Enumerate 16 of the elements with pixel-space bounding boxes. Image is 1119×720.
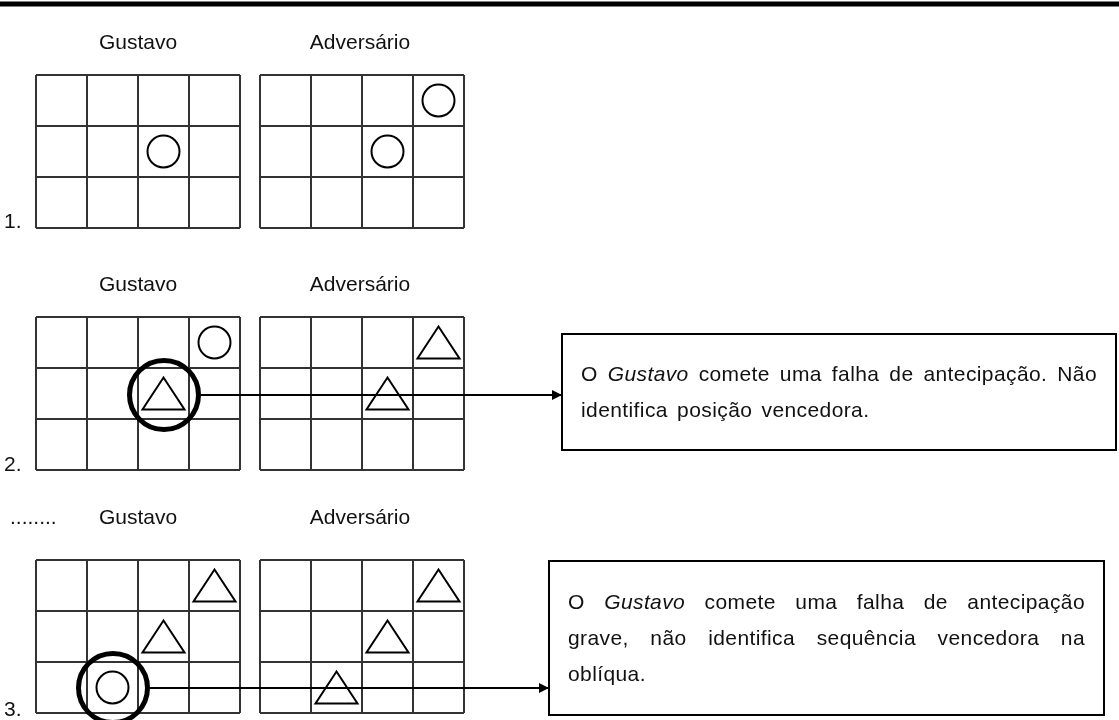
comment-box: [561, 333, 1117, 451]
player-name: Gustavo: [98, 505, 178, 529]
player-name: Adversário: [309, 505, 411, 529]
ellipsis-dots: ........: [10, 505, 57, 529]
comment-box: [548, 560, 1105, 716]
arrow: [149, 683, 549, 693]
player-name: Adversário: [309, 30, 411, 54]
step-number: 1.: [4, 209, 22, 233]
player-name: Gustavo: [98, 272, 178, 296]
arrow: [200, 390, 562, 400]
player-name: Gustavo: [98, 30, 178, 54]
step-number: 3.: [4, 697, 22, 720]
comment-text: O Gustavo comete uma falha de antecipação grave, não identifica sequência vencedora na oblíqua.: [568, 589, 1085, 687]
player-name: Adversário: [309, 272, 411, 296]
step-number: 2.: [4, 452, 22, 476]
comment-text: O Gustavo comete uma falha de antecipação. Não identifica posição vencedora.: [581, 361, 1097, 423]
